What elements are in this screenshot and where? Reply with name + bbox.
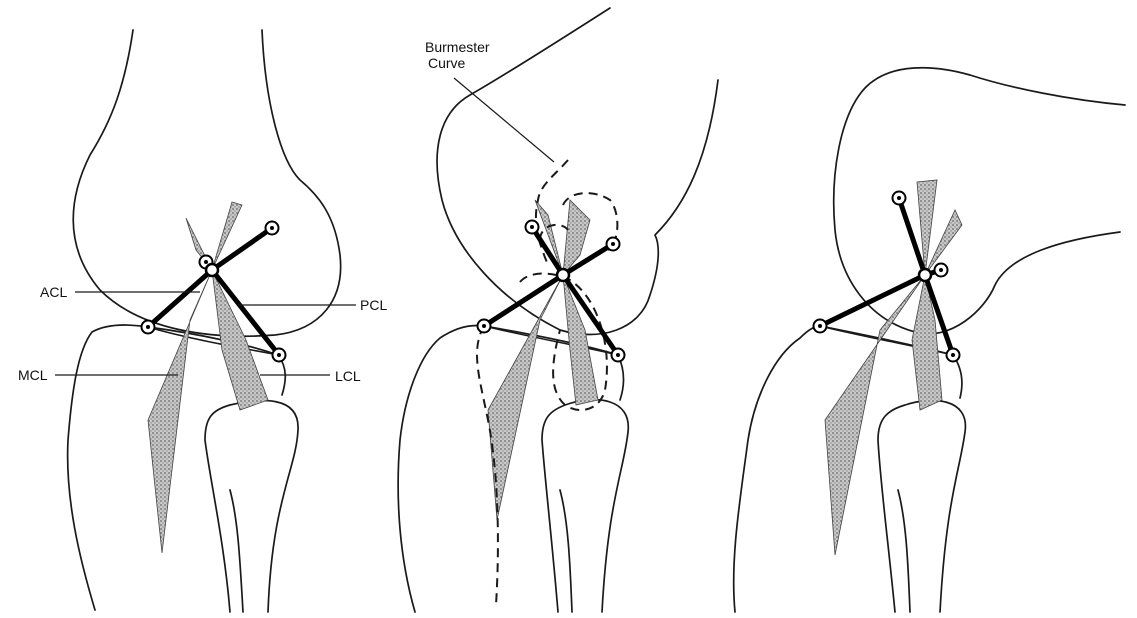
pivot-pin — [526, 221, 539, 234]
pivot-pin — [478, 320, 491, 333]
fibula-inner-line — [560, 490, 572, 612]
instant-center-hub — [557, 269, 569, 281]
link-bar-anterior — [148, 270, 212, 327]
pivot-pin — [814, 320, 827, 333]
pivot-pin — [947, 349, 960, 362]
panel-mid-flexion: Burmester Curve — [398, 8, 718, 612]
mcl-ligament — [488, 275, 563, 520]
lcl-ligament — [912, 275, 942, 410]
panel-deep-flexion — [734, 68, 1125, 612]
fibula-outline — [878, 400, 965, 612]
tibial-arc — [484, 326, 618, 355]
pcl-label: PCL — [360, 297, 387, 313]
link-bar-anterior — [820, 275, 925, 326]
fibula-inner-line — [230, 490, 243, 612]
femur-outline — [834, 68, 1125, 334]
mcl-ligament — [148, 270, 212, 553]
coupler-path-tibial — [477, 326, 498, 605]
mcl-label: MCL — [18, 367, 48, 383]
panel-extension: ACL PCL MCL LCL — [18, 30, 387, 612]
pivot-pin — [607, 238, 620, 251]
link-bar-anterior — [484, 275, 563, 326]
fibula-inner-line — [898, 490, 910, 612]
femur-outline — [73, 30, 340, 336]
lcl-ligament — [212, 270, 268, 410]
pivot-pin — [935, 264, 948, 277]
pivot-pin — [273, 349, 286, 362]
burmester-label-line1: Burmester — [425, 39, 490, 55]
burmester-label-line2: Curve — [428, 55, 466, 71]
lcl-label: LCL — [335, 368, 361, 384]
instant-center-hub — [919, 269, 931, 281]
burmester-leader — [454, 78, 554, 162]
fibula-outline — [542, 400, 628, 612]
fibula-outline — [205, 401, 298, 612]
instant-center-hub — [206, 264, 218, 276]
lcl-ligament — [563, 275, 598, 405]
acl-label: ACL — [40, 284, 67, 300]
pivot-pin — [266, 222, 279, 235]
pivot-pin — [893, 192, 906, 205]
pivot-pin — [142, 321, 155, 334]
pivot-pin — [612, 349, 625, 362]
